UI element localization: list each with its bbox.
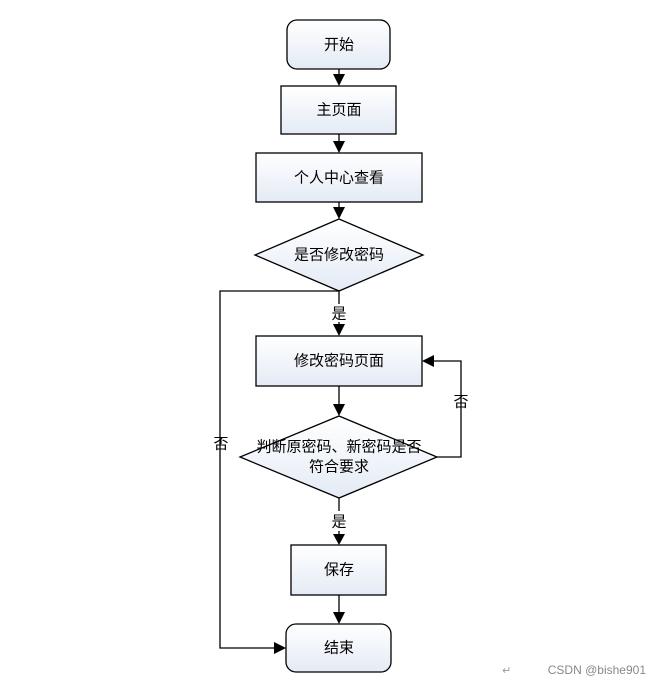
home-label: 主页面 [316,101,361,119]
arrowhead [333,74,345,86]
arrowhead [333,324,345,336]
watermark: CSDN @bishe901 [547,663,646,677]
arrowhead [333,534,345,545]
modify-page-label: 修改密码页面 [294,352,384,370]
edge-label-check-no: 否 [453,393,468,411]
edge-decision-no [219,290,339,649]
modify-decision-label: 是否修改密码 [294,246,384,264]
arrowhead [274,642,286,654]
save-label: 保存 [324,561,354,579]
arrowhead [333,612,345,624]
return-mark: ↵ [502,664,512,677]
profile-label: 个人中心查看 [294,169,384,187]
arrowhead [333,404,345,416]
home-node [280,85,397,135]
edge-label-modify-yes: 是 [331,305,346,323]
edge-label-modify-no: 否 [213,435,228,453]
start-label: 开始 [324,36,354,54]
arrowhead [333,207,345,219]
check-decision-label-line1: 判断原密码、新密码是否 [256,438,421,456]
edge-check-no [433,360,462,458]
arrowhead [422,355,434,367]
edge-label-check-yes: 是 [331,513,346,531]
check-decision-label-line2: 符合要求 [309,458,369,476]
arrowhead [333,141,345,153]
modify-page-node [255,335,423,387]
end-label: 结束 [324,639,354,657]
